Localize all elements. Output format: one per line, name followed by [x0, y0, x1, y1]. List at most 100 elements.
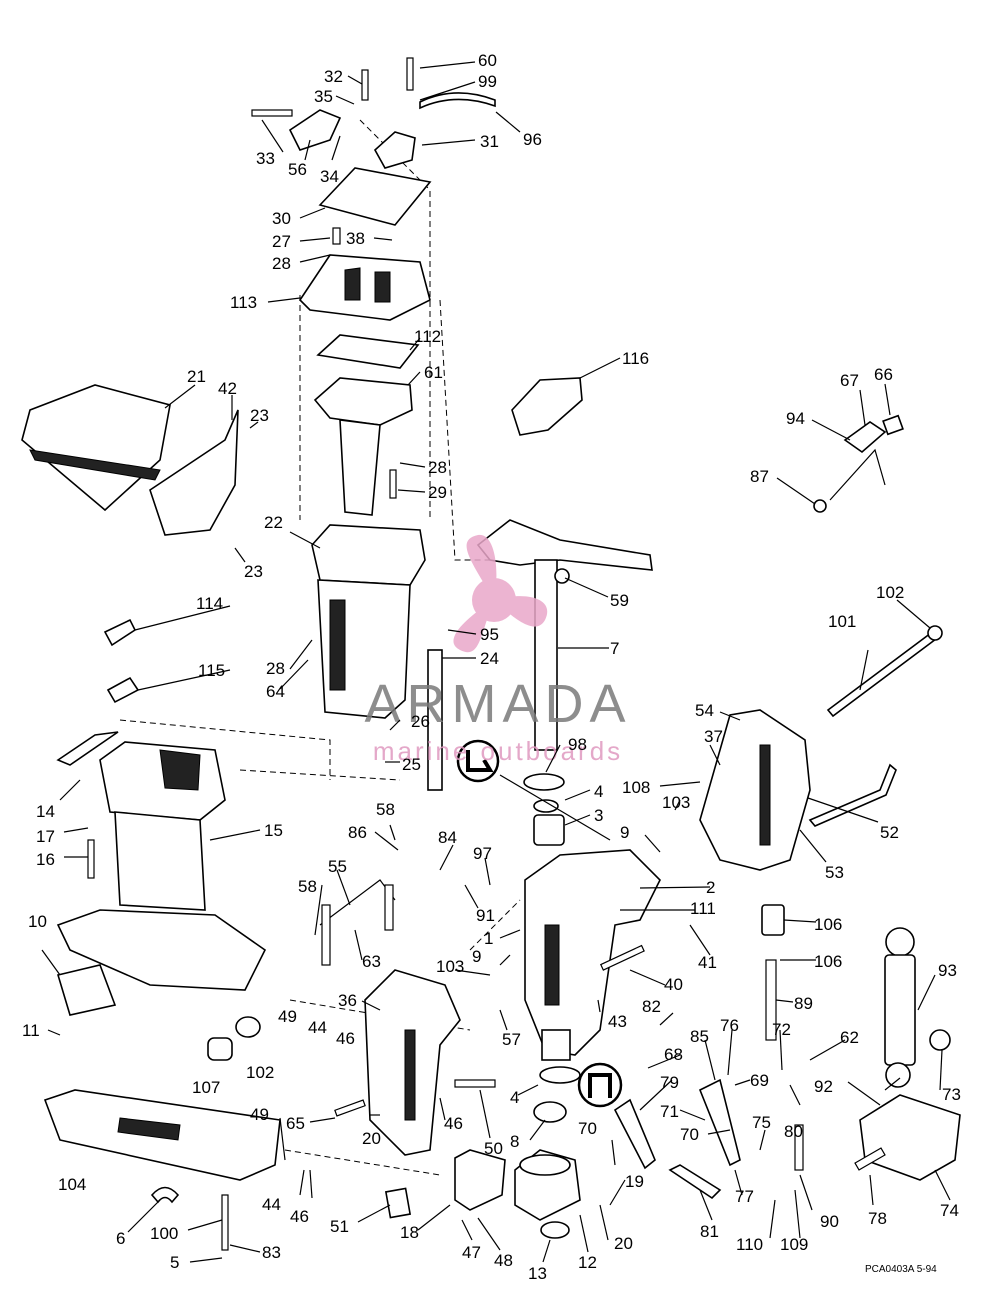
part-label: 33: [256, 149, 275, 168]
armada-watermark: ARMADA marine outboards: [364, 534, 631, 766]
part-label: 43: [608, 1012, 627, 1031]
part-label: 57: [502, 1030, 521, 1049]
part-label: 19: [625, 1172, 644, 1191]
part-label: 76: [720, 1016, 739, 1035]
part-label: 32: [324, 67, 343, 86]
part-label: 71: [660, 1102, 679, 1121]
part-label: 74: [940, 1201, 959, 1220]
part-label: 103: [436, 957, 464, 976]
part-label: 58: [298, 877, 317, 896]
part-label: 46: [444, 1114, 463, 1133]
clamp-cover-116: [511, 377, 583, 436]
part-label: 13: [528, 1264, 547, 1283]
part-label: 51: [330, 1217, 349, 1236]
steering-arm: [476, 519, 653, 751]
part-label: 53: [825, 863, 844, 882]
trim-cylinder: [761, 904, 961, 1181]
part-label: 30: [272, 209, 291, 228]
part-label: 109: [780, 1235, 808, 1254]
part-label: 75: [752, 1113, 771, 1132]
lower-hardware: [207, 879, 804, 1239]
part-label: 49: [278, 1007, 297, 1026]
part-label: 14: [36, 802, 55, 821]
stern-brackets: [364, 625, 943, 1156]
part-label: 61: [424, 363, 443, 382]
small-handles: [103, 618, 140, 704]
part-label: 56: [288, 160, 307, 179]
part-label: 80: [784, 1122, 803, 1141]
part-label: 70: [680, 1125, 699, 1144]
part-label: 92: [814, 1077, 833, 1096]
exhaust-housing: [311, 524, 443, 791]
watermark-brand: ARMADA: [364, 674, 631, 734]
part-label: 114: [196, 594, 223, 613]
part-label: 49: [250, 1105, 269, 1124]
part-label: 68: [664, 1045, 683, 1064]
part-label: 11: [22, 1021, 40, 1040]
part-label: 70: [578, 1119, 597, 1138]
top-bracket-assembly: [251, 57, 496, 516]
part-number-labels: 60 32 99 35 96 33 56 34 31 30 27 38 28 1…: [22, 51, 961, 1283]
part-label: 113: [230, 293, 257, 312]
part-label: 3: [594, 806, 603, 825]
part-label: 2: [706, 878, 715, 897]
part-label: 54: [695, 701, 714, 720]
part-label: 84: [438, 828, 457, 847]
part-label: 23: [244, 562, 263, 581]
lever-assembly: [813, 414, 904, 513]
part-label: 48: [494, 1251, 513, 1270]
part-label: 106: [814, 952, 842, 971]
part-label: 97: [473, 844, 492, 863]
part-label: 59: [610, 591, 629, 610]
part-label: 111: [690, 899, 716, 918]
part-label: 9: [472, 947, 481, 966]
lubricant-badges: [456, 739, 623, 1108]
part-label: 116: [622, 349, 649, 368]
part-label: 25: [402, 755, 421, 774]
part-label: 41: [698, 953, 717, 972]
part-label: 98: [568, 735, 587, 754]
drawing-code: PCA0403A 5-94: [865, 1264, 937, 1275]
part-label: 50: [484, 1139, 503, 1158]
swivel-bracket: [523, 773, 661, 1061]
part-label: 23: [250, 406, 269, 425]
part-label: 46: [336, 1029, 355, 1048]
part-label: 44: [262, 1195, 281, 1214]
part-label: 73: [942, 1085, 961, 1104]
part-label: 27: [272, 232, 291, 251]
part-label: 100: [150, 1224, 178, 1243]
part-label: 87: [750, 467, 769, 486]
part-label: 24: [480, 649, 499, 668]
lower-cowl: [43, 1089, 281, 1251]
part-label: 102: [876, 583, 904, 602]
part-label: 28: [428, 458, 447, 477]
part-label: 96: [523, 130, 542, 149]
part-label: 20: [362, 1129, 381, 1148]
part-label: 66: [874, 365, 893, 384]
part-label: 9: [620, 823, 629, 842]
part-label: 8: [510, 1132, 519, 1151]
part-label: 15: [264, 821, 283, 840]
part-label: 42: [218, 379, 237, 398]
part-label: 94: [786, 409, 805, 428]
part-label: 20: [614, 1234, 633, 1253]
part-label: 90: [820, 1212, 839, 1231]
driveshaft-housing: [56, 731, 267, 1016]
part-label: 101: [828, 612, 856, 631]
part-label: 107: [192, 1078, 220, 1097]
part-label: 65: [286, 1114, 305, 1133]
part-label: 21: [187, 367, 206, 386]
part-label: 52: [880, 823, 899, 842]
part-label: 28: [272, 254, 291, 273]
part-label: 81: [700, 1222, 719, 1241]
part-label: 12: [578, 1253, 597, 1272]
part-label: 99: [478, 72, 497, 91]
part-label: 103: [662, 793, 690, 812]
part-label: 108: [622, 778, 650, 797]
part-label: 63: [362, 952, 381, 971]
part-label: 10: [28, 912, 47, 931]
part-label: 78: [868, 1209, 887, 1228]
part-label: 91: [476, 906, 495, 925]
part-label: 102: [246, 1063, 274, 1082]
part-label: 64: [266, 682, 285, 701]
